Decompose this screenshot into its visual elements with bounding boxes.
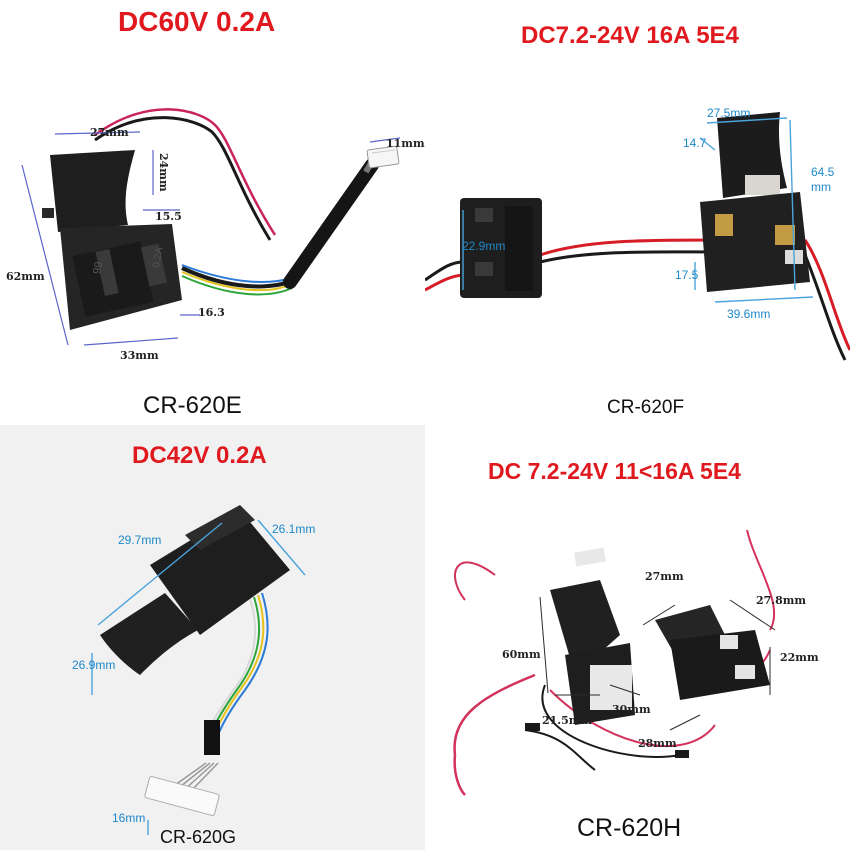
dim-trigger: 26.9mm (72, 658, 116, 672)
dim-block-height: 22.9mm (462, 239, 506, 253)
model-label: CR-620E (143, 392, 242, 419)
model-label: CR-620H (577, 814, 682, 842)
dim-top: 27mm (645, 570, 684, 583)
dim-height: 60mm (502, 648, 541, 661)
switch-photo-cr-620f (425, 112, 850, 361)
dim-gap: 15.5 (155, 210, 182, 223)
dim-connector: 11mm (386, 137, 425, 150)
dim-depth: 30mm (612, 703, 651, 716)
switch-photo-cr-620e (21, 108, 401, 346)
dim-side: 17.5 (675, 268, 699, 282)
dim-height-trigger: 24mm (157, 153, 170, 192)
model-label: CR-620F (607, 397, 685, 418)
dim-height-total: 62mm (6, 270, 45, 283)
dim-length: 29.7mm (118, 533, 162, 547)
dim-width-top: 27mm (90, 126, 129, 139)
dim-base: 21.5mm (542, 714, 593, 727)
dim-width-top: 27.5mm (707, 106, 751, 120)
dim-side-top: 27.8mm (756, 594, 807, 607)
dim-height-total: 64.5 mm (811, 165, 835, 194)
dim-side-height: 22mm (780, 651, 819, 664)
dim-connector: 16mm (112, 811, 146, 825)
panel-cr-620e: DC60V 0.2A 27mm 24m (0, 0, 425, 425)
spec-label: DC7.2-24V 16A 5E4 (521, 22, 739, 49)
panel-cr-620g: DC42V 0.2A 29.7mm 26.1mm 26.9mm 16mm CR-… (0, 425, 425, 850)
spec-label: DC 7.2-24V 11<16A 5E4 (488, 458, 741, 484)
dim-width-bottom: 33mm (120, 349, 159, 362)
spec-label: DC42V 0.2A (132, 442, 267, 469)
panel-cr-620h: DC 7.2-24V 11<16A 5E4 (425, 425, 850, 850)
panel-cr-620f: DC7.2-24V 16A 5E4 27.5mm 14.7 (425, 0, 850, 425)
dim-depth-top: 14.7 (683, 136, 707, 150)
spec-label: DC60V 0.2A (118, 6, 276, 37)
switch-photo-cr-620g (91, 505, 306, 835)
part-marking: 99 (91, 260, 106, 276)
switch-photo-cr-620h (453, 529, 776, 796)
dim-lower: 28mm (638, 737, 677, 750)
model-label: CR-620G (160, 827, 237, 847)
dim-bottom-offset: 16.3 (198, 306, 225, 319)
dim-depth: 26.1mm (272, 522, 316, 536)
dim-width-bottom: 39.6mm (727, 307, 771, 321)
